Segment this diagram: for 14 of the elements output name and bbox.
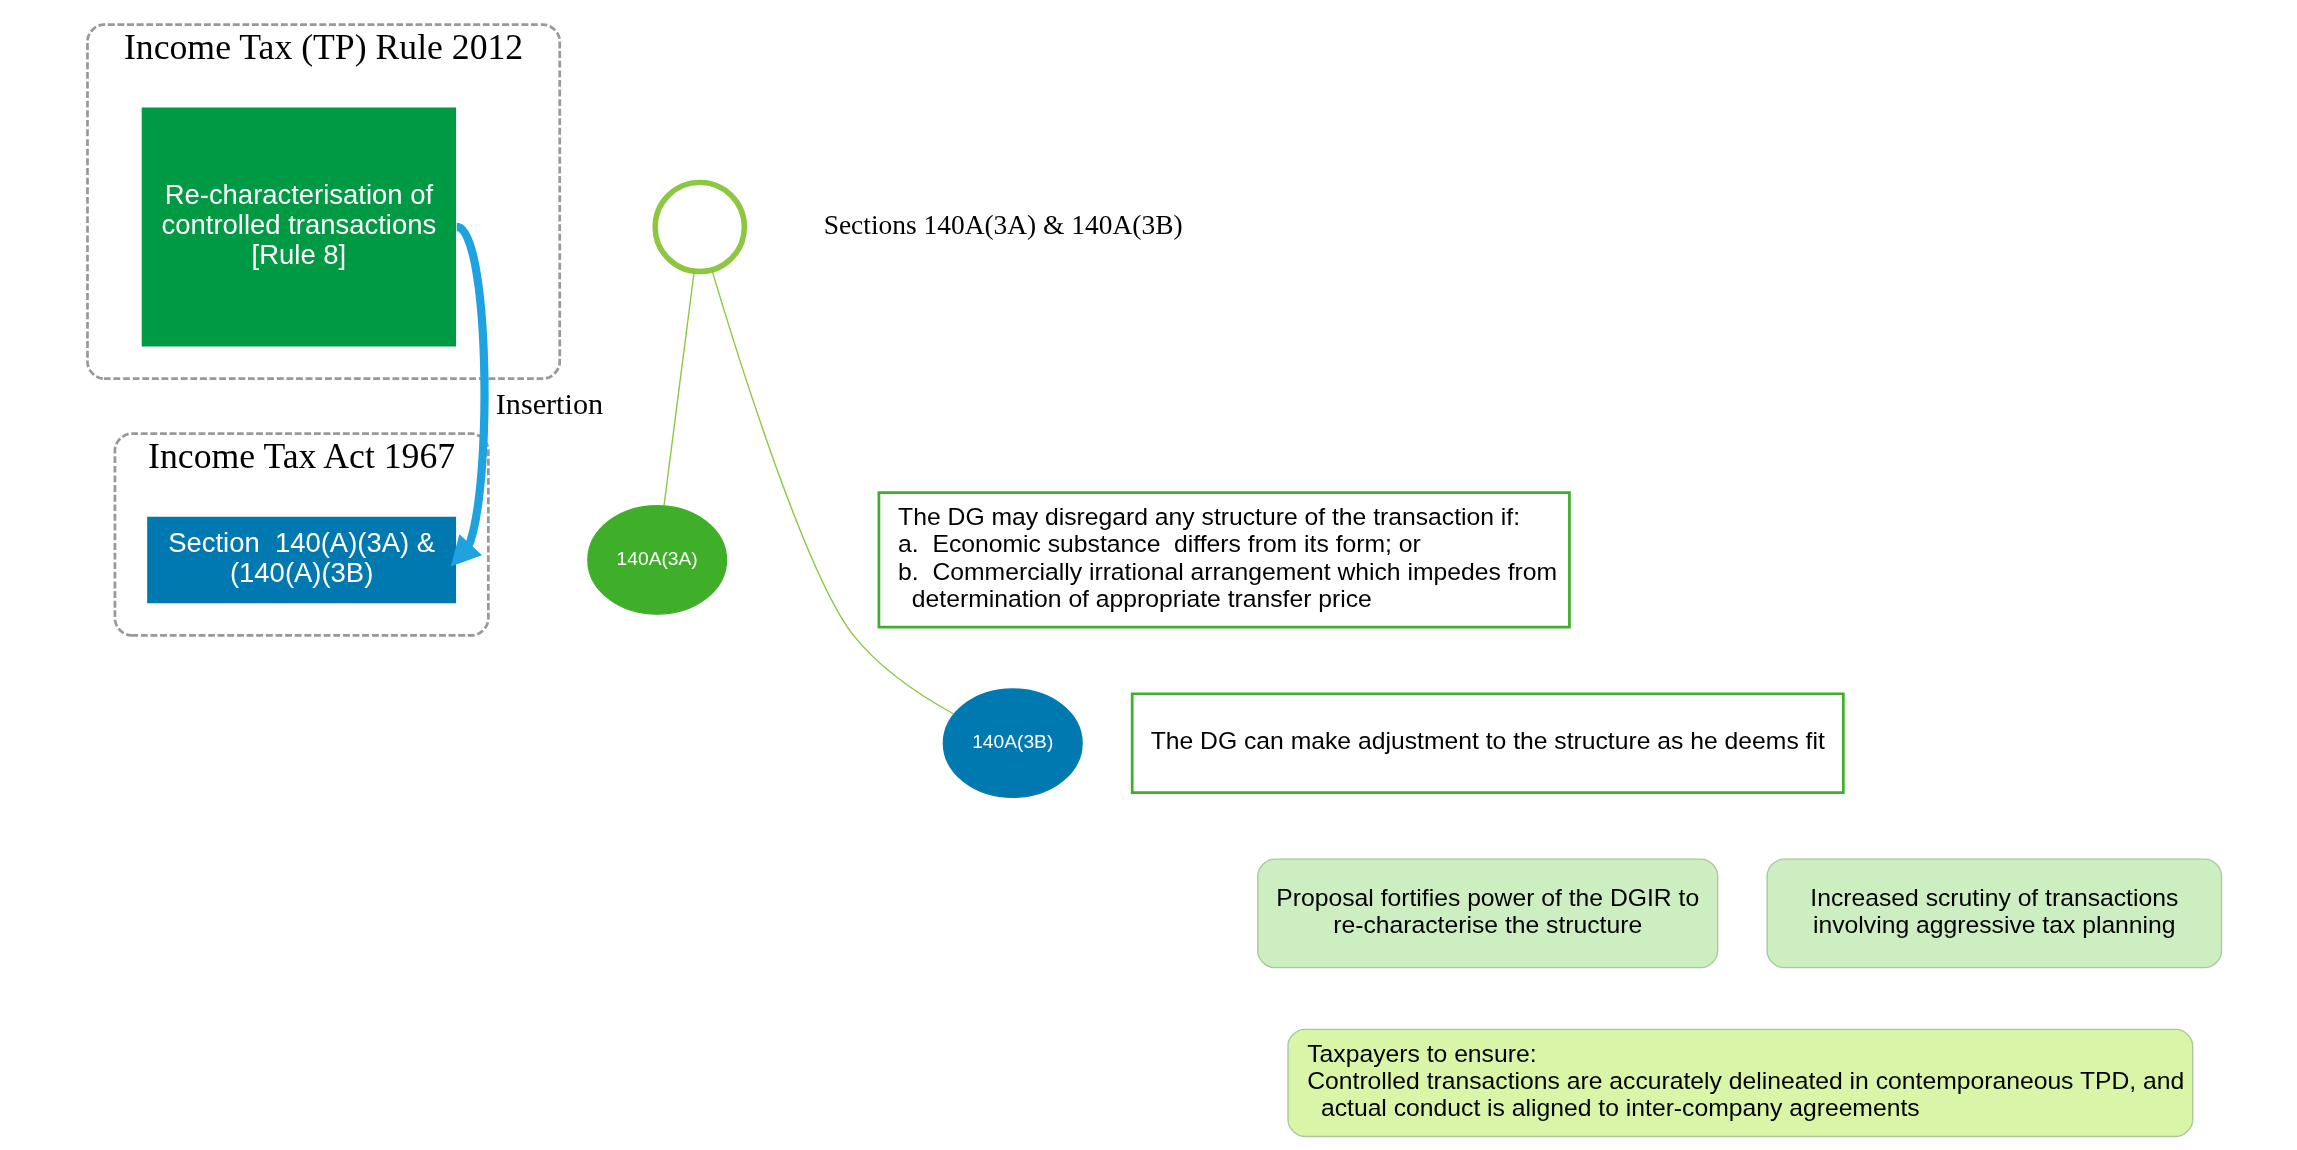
node-label: Sections 140A(3A) & 140A(3B) <box>823 209 1183 240</box>
node-box: Increased scrutiny of transactions involving aggressive tax planning <box>1765 858 2222 969</box>
node-box: Section 140(A)(3A) & (140(A)(3B) <box>146 516 456 604</box>
node-ellipse: 140A(3B) <box>942 688 1083 799</box>
edge-label: Insertion <box>495 386 603 421</box>
node-box: Proposal fortifies power of the DGIR to re-characterise the structure <box>1256 858 1718 969</box>
node-ellipse: 140A(3A) <box>586 505 727 615</box>
node-box: The DG can make adjustment to the structure as he deems fit <box>1130 692 1845 794</box>
connector <box>710 269 954 715</box>
node-circle <box>651 179 747 275</box>
arrow <box>450 223 489 567</box>
node-box: Re-characterisation of controlled transactions [Rule 8] <box>141 107 456 347</box>
node-box: The DG may disregard any structure of the transaction if: a. Economic substance differs from its form; or b. Commercially irrational arrangement which impedes from determination of appropriate transfer price <box>877 491 1571 629</box>
node-box: Taxpayers to ensure: Controlled transactions are accurately delineated in contemporaneous TPD, and actual conduct is aligned to inter-company agreements <box>1286 1028 2193 1138</box>
